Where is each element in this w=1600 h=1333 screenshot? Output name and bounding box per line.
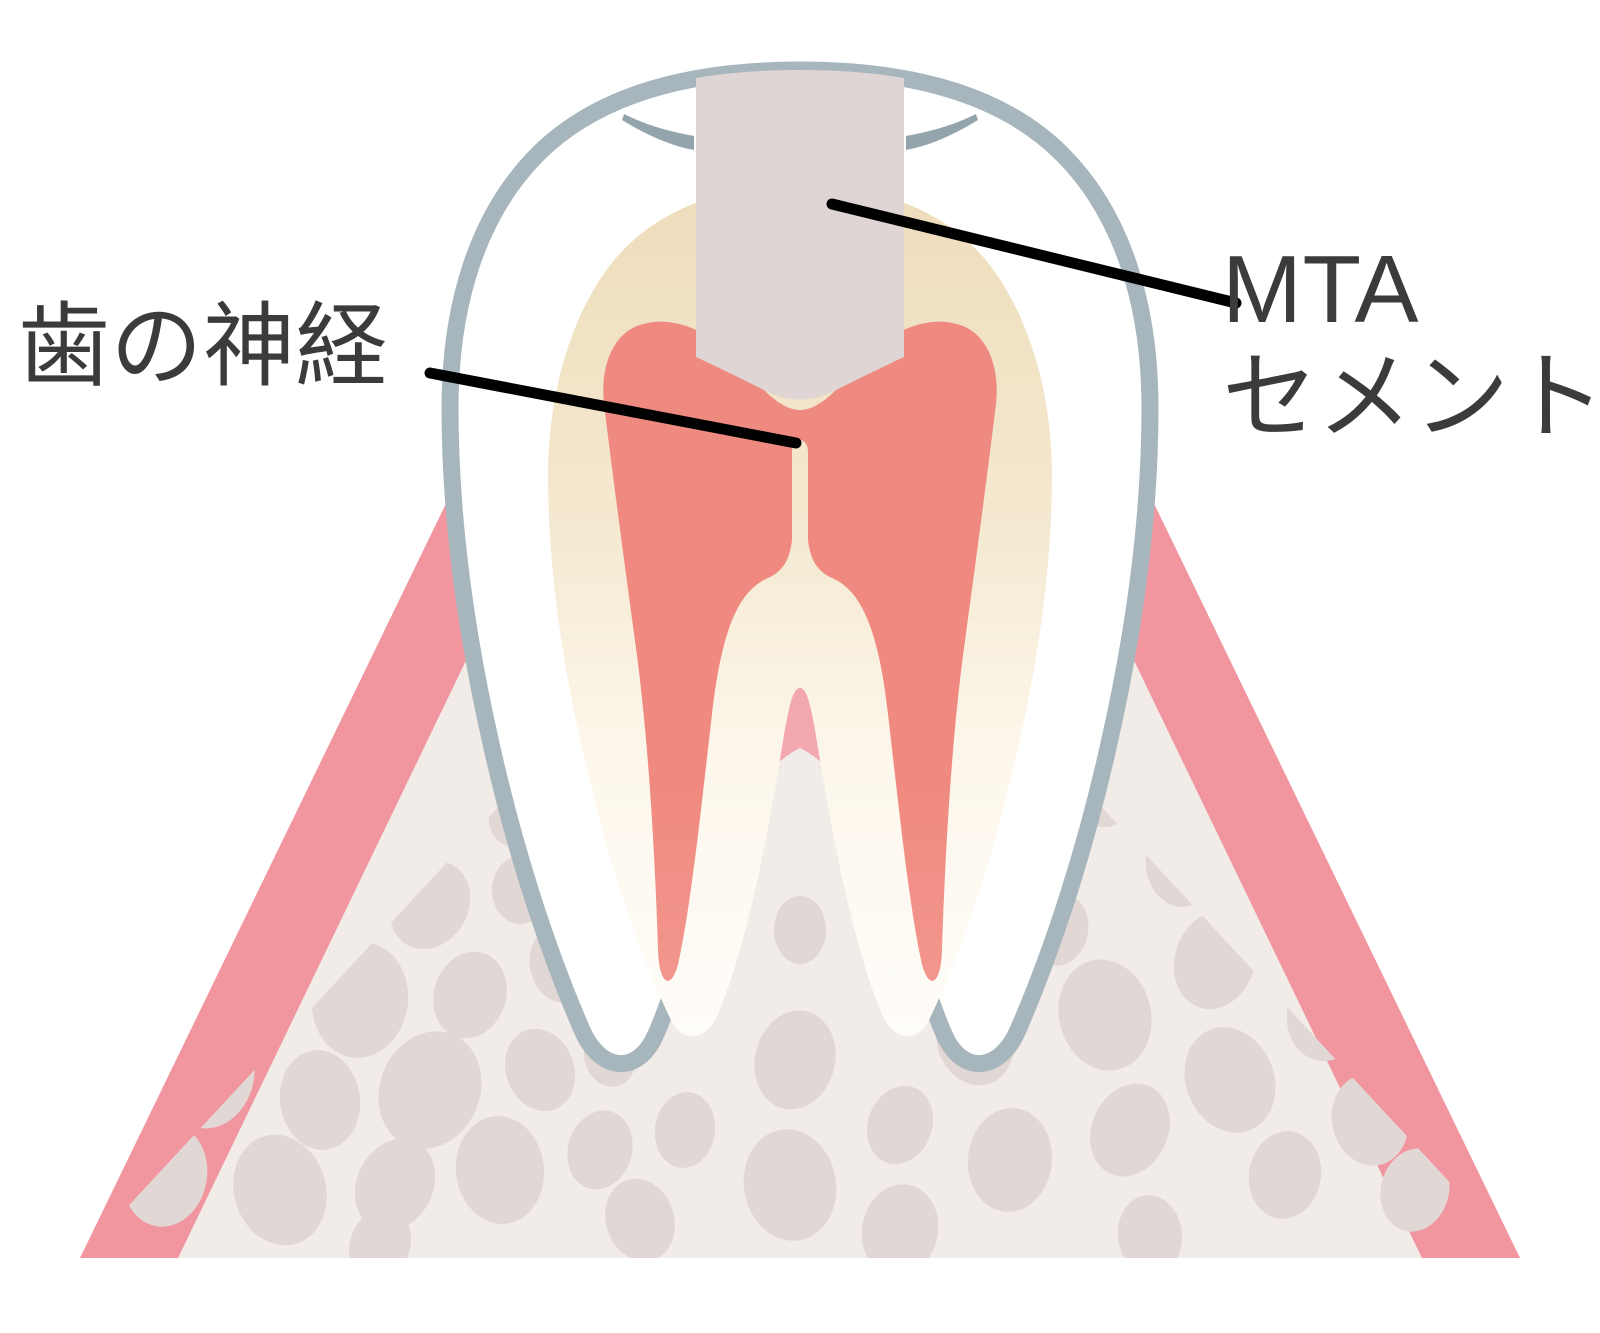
mta-cement-block bbox=[696, 70, 904, 400]
leader-line-mta bbox=[826, 198, 1242, 309]
label-mta-cement: MTA セメント bbox=[1222, 236, 1600, 451]
mta-cement-group bbox=[696, 70, 904, 400]
pulp-chamber-and-canals-shape bbox=[603, 321, 997, 981]
tooth-group bbox=[441, 61, 1159, 1072]
pulp-nerve-group bbox=[603, 321, 997, 981]
label-tooth-nerve: 歯の神経 bbox=[18, 296, 389, 398]
leader-line-nerve bbox=[424, 367, 802, 449]
interradicular-bone-speckle bbox=[774, 896, 826, 964]
leader-lines-group bbox=[424, 198, 1242, 449]
occlusal-groove-marks bbox=[622, 114, 978, 150]
label-mta-line-1: MTA bbox=[1222, 236, 1420, 343]
label-mta-line-2: セメント bbox=[1222, 343, 1600, 451]
